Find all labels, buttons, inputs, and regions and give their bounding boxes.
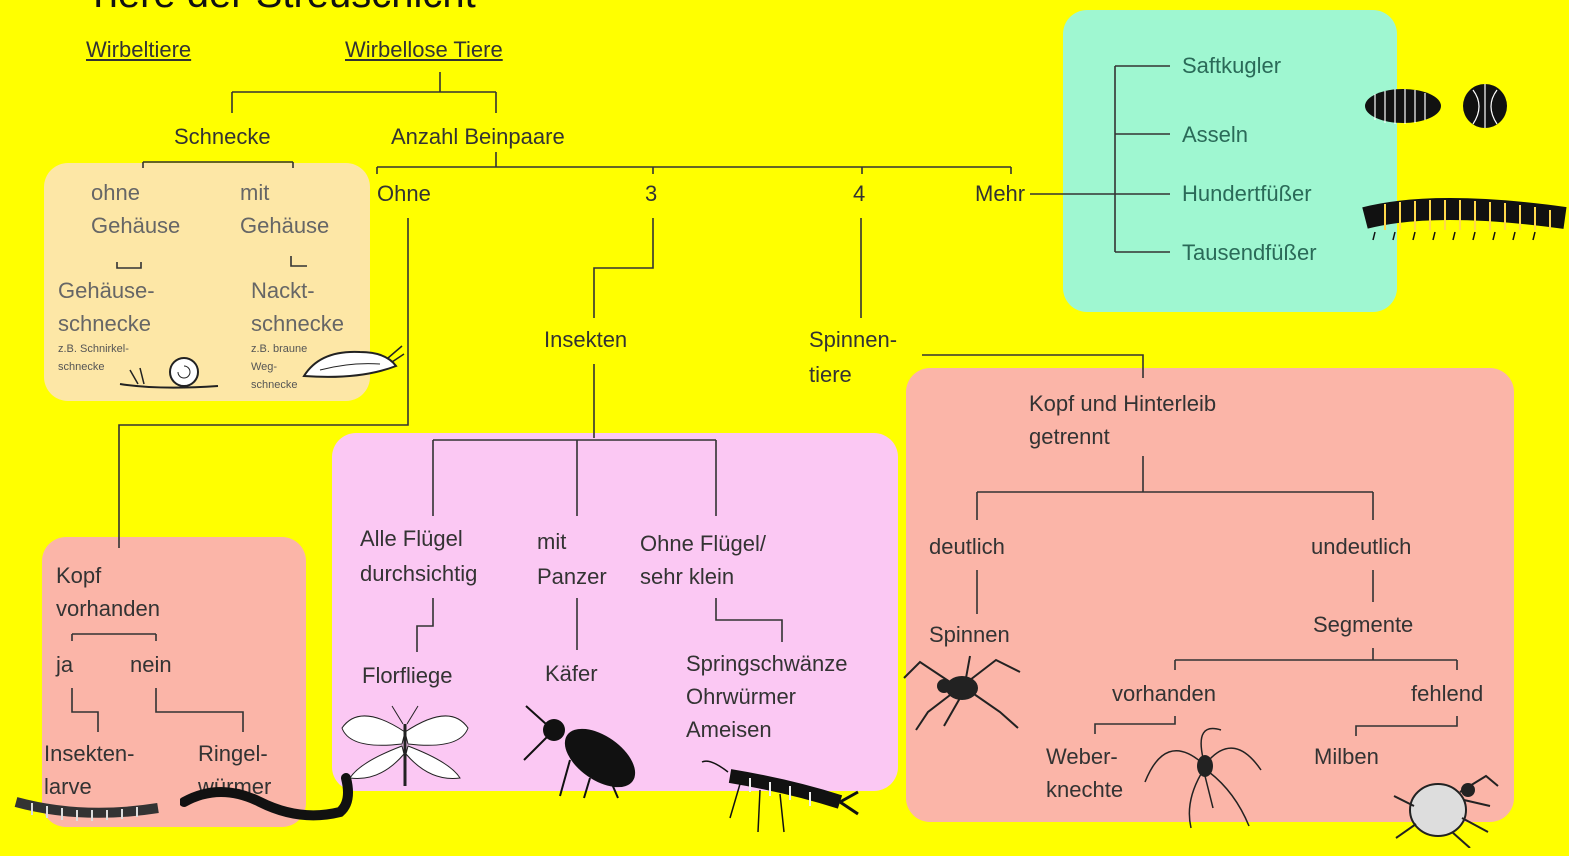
node-ohne: Ohne [377,177,431,210]
node-spinnentiere-1: Spinnen- [809,323,897,356]
slug-icon [300,340,405,384]
earwig-icon [700,752,860,836]
spider-icon [900,652,1038,732]
mite-icon [1390,766,1500,848]
node-milben: Milben [1314,740,1379,773]
node-kopf-vorhanden-1: Kopf [56,559,101,592]
node-kopf-hinterleib-1: Kopf und Hinterleib [1029,387,1216,420]
node-asseln: Asseln [1182,118,1248,151]
harvestman-icon [1125,722,1265,830]
node-wirbellose-tiere: Wirbellose Tiere [345,33,503,66]
node-florfliege: Florfliege [362,659,452,692]
node-3-beinpaare: 3 [645,177,657,210]
node-gehaeuseschnecke-2: schnecke [58,307,151,340]
node-ameisen: Ameisen [686,713,772,746]
pill-bug-icon [1355,80,1515,136]
node-kaefer: Käfer [545,657,598,690]
node-mit-panzer-2: Panzer [537,560,607,593]
node-insektenlarve-1: Insekten- [44,737,135,770]
node-ringelwuermer-1: Ringel- [198,737,268,770]
node-vorhanden: vorhanden [1112,677,1216,710]
node-mit-gehaeuse-1: mit [240,176,269,209]
node-springschwaenze: Springschwänze [686,647,847,680]
example-wegschnecke-3: schnecke [251,379,297,392]
node-alle-fluegel-1: Alle Flügel [360,522,463,555]
node-anzahl-beinpaare: Anzahl Beinpaare [391,120,565,153]
node-alle-fluegel-2: durchsichtig [360,557,477,590]
node-tausendfuesser: Tausendfüßer [1182,236,1317,269]
node-spinnentiere-2: tiere [809,358,852,391]
lacewing-icon [340,702,470,788]
node-kopf-vorhanden-2: vorhanden [56,592,160,625]
node-deutlich: deutlich [929,530,1005,563]
node-nacktschnecke-1: Nackt- [251,274,315,307]
node-spinnen: Spinnen [929,618,1010,651]
node-ohne-gehaeuse-1: ohne [91,176,140,209]
node-weberknechte-2: knechte [1046,773,1123,806]
diagram-title: Tiere der Streuschicht [86,0,476,18]
node-mit-gehaeuse-2: Gehäuse [240,209,329,242]
example-wegschnecke-2: Weg- [251,361,277,374]
earthworm-icon [180,772,355,836]
node-nein: nein [130,648,172,681]
snail-icon [118,350,228,392]
example-wegschnecke-1: z.B. braune [251,343,307,356]
node-ohne-gehaeuse-2: Gehäuse [91,209,180,242]
node-segmente: Segmente [1313,608,1413,641]
node-ohne-fluegel-2: sehr klein [640,560,734,593]
example-schnirkelschnecke-2: schnecke [58,361,104,374]
millipede-icon [1355,192,1569,242]
node-ohne-fluegel-1: Ohne Flügel/ [640,527,766,560]
node-undeutlich: undeutlich [1311,530,1411,563]
node-mehr: Mehr [975,177,1025,210]
node-hundertfuesser: Hundertfüßer [1182,177,1312,210]
node-ja: ja [56,648,73,681]
node-mit-panzer-1: mit [537,525,566,558]
node-schnecke: Schnecke [174,120,271,153]
node-kopf-hinterleib-2: getrennt [1029,420,1110,453]
node-fehlend: fehlend [1411,677,1483,710]
node-wirbeltiere: Wirbeltiere [86,33,191,66]
node-weberknechte-1: Weber- [1046,740,1118,773]
node-saftkugler: Saftkugler [1182,49,1281,82]
beetle-icon [520,700,650,800]
node-nacktschnecke-2: schnecke [251,307,344,340]
node-4-beinpaare: 4 [853,177,865,210]
node-insekten: Insekten [544,323,627,356]
node-ohrwuermer: Ohrwürmer [686,680,796,713]
node-gehaeuseschnecke-1: Gehäuse- [58,274,155,307]
insect-larva-icon [12,790,162,826]
